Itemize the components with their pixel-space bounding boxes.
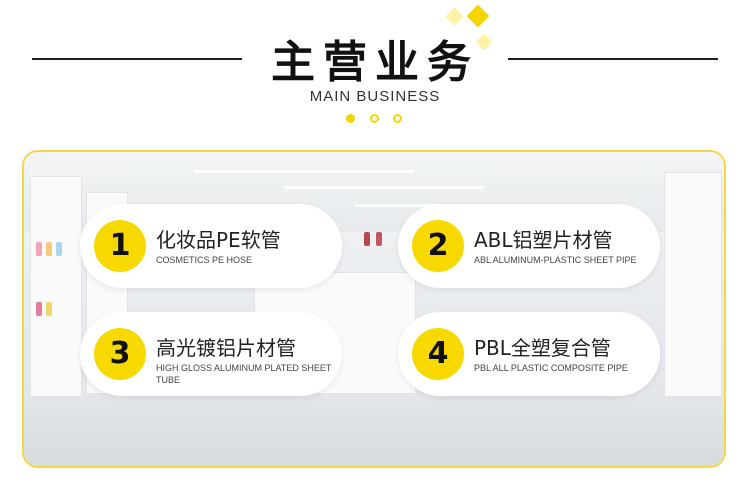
business-card-3[interactable]: 3 高光镀铝片材管 HIGH GLOSS ALUMINUM PLATED SHE… xyxy=(80,312,342,396)
card-title: ABL铝塑片材管 xyxy=(474,228,613,252)
card-title: 化妆品PE软管 xyxy=(156,228,281,252)
product-tube xyxy=(46,302,52,316)
product-tube xyxy=(364,232,370,246)
diamond-decoration-icon xyxy=(466,4,490,28)
diamond-decoration-icon xyxy=(445,7,464,26)
product-tube xyxy=(56,242,62,256)
header-left-rule xyxy=(32,58,242,60)
number-badge: 3 xyxy=(94,328,146,380)
display-shelf xyxy=(664,172,722,424)
business-card-4[interactable]: 4 PBL全塑复合管 PBL ALL PLASTIC COMPOSITE PIP… xyxy=(398,312,660,396)
product-tube xyxy=(36,242,42,256)
number-badge: 2 xyxy=(412,220,464,272)
dot-indicator-active xyxy=(346,114,355,123)
dot-indicator xyxy=(393,114,402,123)
card-subtitle: COSMETICS PE HOSE xyxy=(156,255,253,265)
dot-indicator xyxy=(370,114,379,123)
showroom-background xyxy=(22,150,726,468)
header-right-rule xyxy=(508,58,718,60)
number-badge: 1 xyxy=(94,220,146,272)
ceiling-light xyxy=(194,170,414,173)
product-tube xyxy=(376,232,382,246)
display-shelf xyxy=(30,176,82,408)
card-subtitle: PBL ALL PLASTIC COMPOSITE PIPE xyxy=(474,363,628,373)
card-subtitle: HIGH GLOSS ALUMINUM PLATED SHEET TUBE xyxy=(156,363,332,385)
showroom-floor xyxy=(24,396,724,466)
ceiling-light xyxy=(284,186,484,189)
product-tube xyxy=(46,242,52,256)
business-card-1[interactable]: 1 化妆品PE软管 COSMETICS PE HOSE xyxy=(80,204,342,288)
card-title: 高光镀铝片材管 xyxy=(156,336,296,360)
section-title: 主营业务 xyxy=(271,37,479,88)
number-badge: 4 xyxy=(412,328,464,380)
section-subtitle: MAIN BUSINESS xyxy=(309,88,441,105)
card-title: PBL全塑复合管 xyxy=(474,336,611,360)
product-tube xyxy=(36,302,42,316)
card-subtitle: ABL ALUMINUM-PLASTIC SHEET PIPE xyxy=(474,255,637,265)
business-card-2[interactable]: 2 ABL铝塑片材管 ABL ALUMINUM-PLASTIC SHEET PI… xyxy=(398,204,660,288)
